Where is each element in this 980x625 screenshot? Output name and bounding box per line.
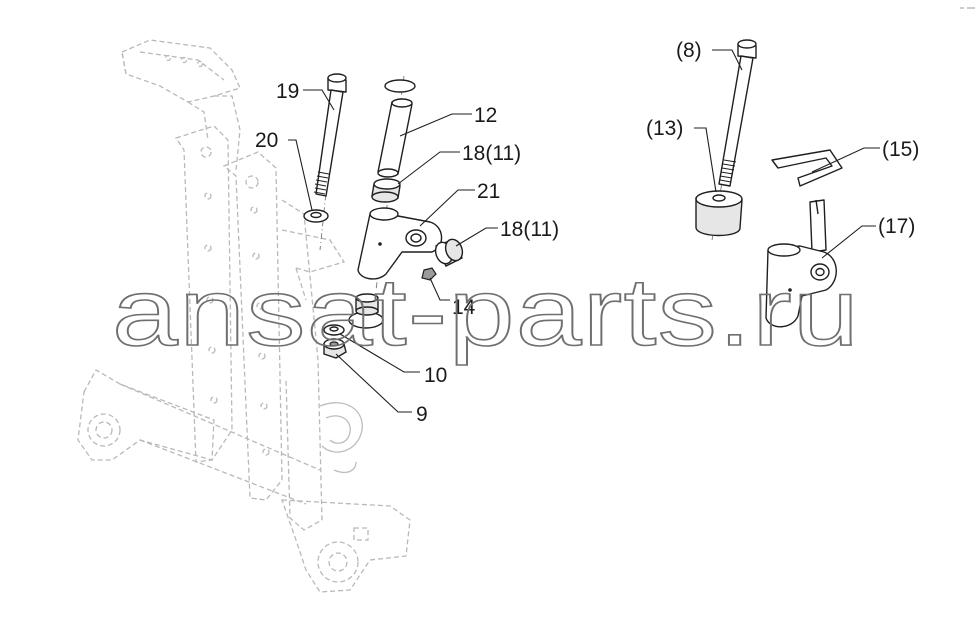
part-21-lever bbox=[357, 207, 443, 280]
callout-12: 12 bbox=[474, 104, 497, 127]
part-19-bolt bbox=[313, 73, 347, 251]
callout-10: 10 bbox=[424, 364, 447, 387]
part-10-washer bbox=[323, 324, 345, 336]
callout-19: 19 bbox=[276, 80, 299, 103]
callout-17: (17) bbox=[878, 215, 915, 238]
callout-14: 14 bbox=[452, 296, 476, 319]
part-15-clip bbox=[771, 149, 843, 187]
callout-21: 21 bbox=[477, 180, 500, 203]
part-20-washer bbox=[303, 209, 329, 223]
callout-8: (8) bbox=[676, 39, 702, 62]
part-18-bushing-upper bbox=[371, 178, 401, 203]
part-18-bushing-side bbox=[434, 238, 464, 267]
part-9-nut bbox=[323, 338, 347, 359]
callout-18-11-upper: 18(11) bbox=[462, 142, 521, 165]
callout-15: (15) bbox=[882, 138, 919, 161]
callout-9: 9 bbox=[416, 403, 428, 426]
part-lower-bushing bbox=[348, 293, 384, 329]
callout-20: 20 bbox=[255, 129, 278, 152]
ghost-pedal-frame bbox=[77, 39, 411, 593]
watermark-text: ansat-parts.ru bbox=[112, 259, 860, 366]
part-12-pin bbox=[375, 75, 416, 291]
callout-13: (13) bbox=[646, 117, 683, 140]
part-17-bracket bbox=[765, 199, 837, 328]
leader-lines bbox=[288, 49, 880, 413]
part-14-small-nut bbox=[421, 267, 437, 281]
callout-18-11-side: 18(11) bbox=[500, 218, 559, 241]
part-13-block bbox=[695, 190, 743, 237]
